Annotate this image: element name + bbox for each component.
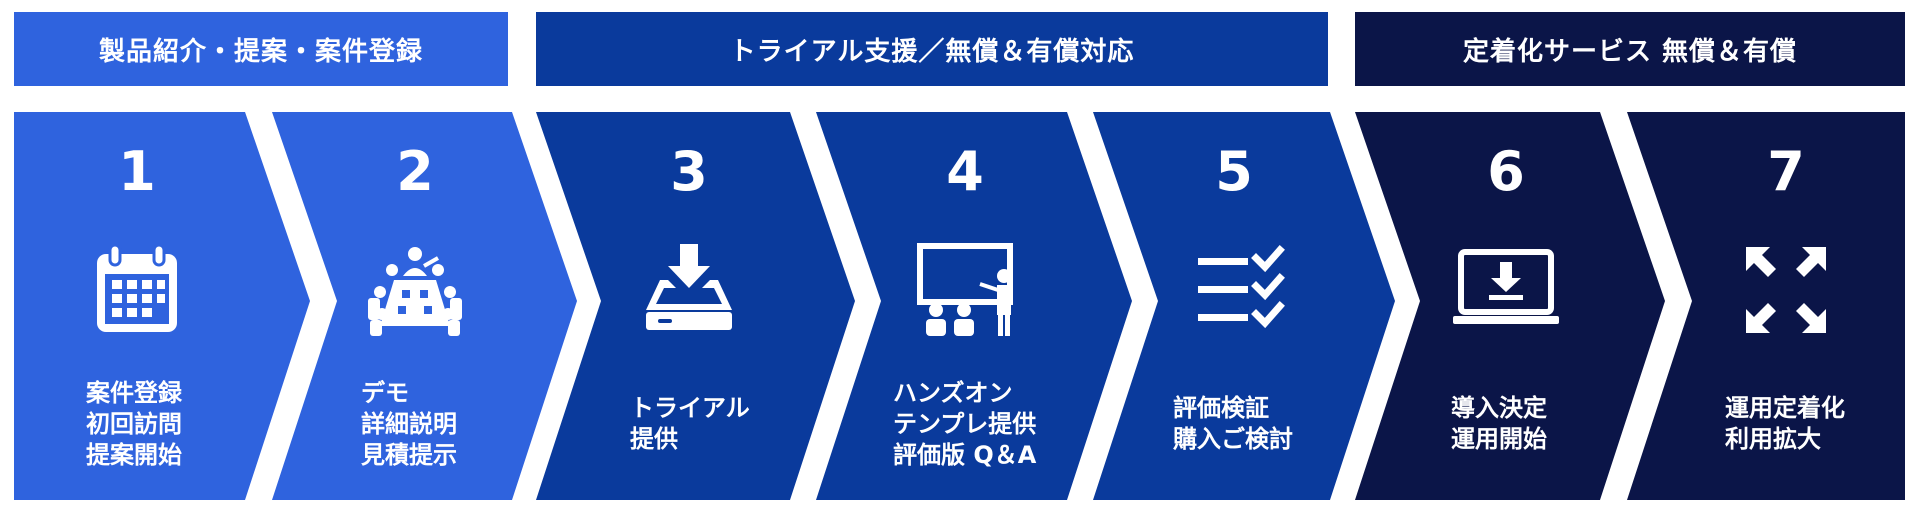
step-6-line-1: 導入決定 bbox=[1451, 394, 1547, 422]
step-4-line-3: 評価版 Q＆A bbox=[893, 441, 1037, 469]
header-phase-2-label: トライアル支援／無償＆有償対応 bbox=[729, 36, 1135, 67]
step-7-line-1: 運用定着化 bbox=[1725, 394, 1845, 422]
step-2-description: デモ 詳細説明 見積提示 bbox=[361, 378, 457, 471]
header-phase-1-label: 製品紹介・提案・案件登録 bbox=[98, 36, 423, 67]
step-7-number: 7 bbox=[1767, 140, 1805, 203]
step-6-description: 導入決定 運用開始 bbox=[1451, 393, 1547, 455]
step-6-number: 6 bbox=[1487, 140, 1525, 203]
step-3-description: トライアル 提供 bbox=[630, 393, 750, 455]
step-7-description: 運用定着化 利用拡大 bbox=[1725, 393, 1845, 455]
step-7-line-2: 利用拡大 bbox=[1725, 425, 1821, 453]
step-2-line-2: 詳細説明 bbox=[361, 410, 457, 438]
step-4-line-1: ハンズオン bbox=[893, 379, 1013, 407]
chevron-step-5 bbox=[1093, 112, 1395, 500]
step-1-line-1: 案件登録 bbox=[86, 379, 182, 407]
presentation-icon bbox=[900, 240, 1030, 340]
header-phase-2: トライアル支援／無償＆有償対応 bbox=[536, 12, 1328, 86]
step-2-line-1: デモ bbox=[361, 379, 409, 407]
header-phase-3-label: 定着化サービス 無償＆有償 bbox=[1462, 36, 1798, 67]
chevron-step-4 bbox=[816, 112, 1132, 500]
step-5-description: 評価検証 購入ご検討 bbox=[1173, 393, 1293, 455]
step-3-line-2: 提供 bbox=[630, 425, 678, 453]
step-5-line-2: 購入ご検討 bbox=[1173, 425, 1293, 453]
expand-arrows-icon bbox=[1721, 240, 1851, 340]
header-phase-3: 定着化サービス 無償＆有償 bbox=[1355, 12, 1905, 86]
step-4-line-2: テンプレ提供 bbox=[893, 410, 1037, 438]
chevron-step-6 bbox=[1355, 112, 1665, 500]
meeting-icon bbox=[350, 240, 480, 340]
checklist-icon bbox=[1174, 240, 1304, 340]
step-4-description: ハンズオン テンプレ提供 評価版 Q＆A bbox=[893, 378, 1036, 471]
step-1-line-3: 提案開始 bbox=[86, 441, 182, 469]
step-5-number: 5 bbox=[1215, 140, 1253, 203]
download-drive-icon bbox=[624, 240, 754, 340]
laptop-download-icon bbox=[1441, 240, 1571, 340]
calendar-icon bbox=[72, 240, 202, 340]
header-phase-1: 製品紹介・提案・案件登録 bbox=[14, 12, 508, 86]
step-4-number: 4 bbox=[946, 140, 984, 203]
step-3-number: 3 bbox=[670, 140, 708, 203]
step-3-line-1: トライアル bbox=[630, 394, 750, 422]
step-1-description: 案件登録 初回訪問 提案開始 bbox=[86, 378, 182, 471]
step-2-number: 2 bbox=[396, 140, 434, 203]
step-6-line-2: 運用開始 bbox=[1451, 425, 1547, 453]
step-5-line-1: 評価検証 bbox=[1173, 394, 1269, 422]
step-2-line-3: 見積提示 bbox=[361, 441, 457, 469]
step-1-number: 1 bbox=[118, 140, 156, 203]
step-1-line-2: 初回訪問 bbox=[86, 410, 182, 438]
